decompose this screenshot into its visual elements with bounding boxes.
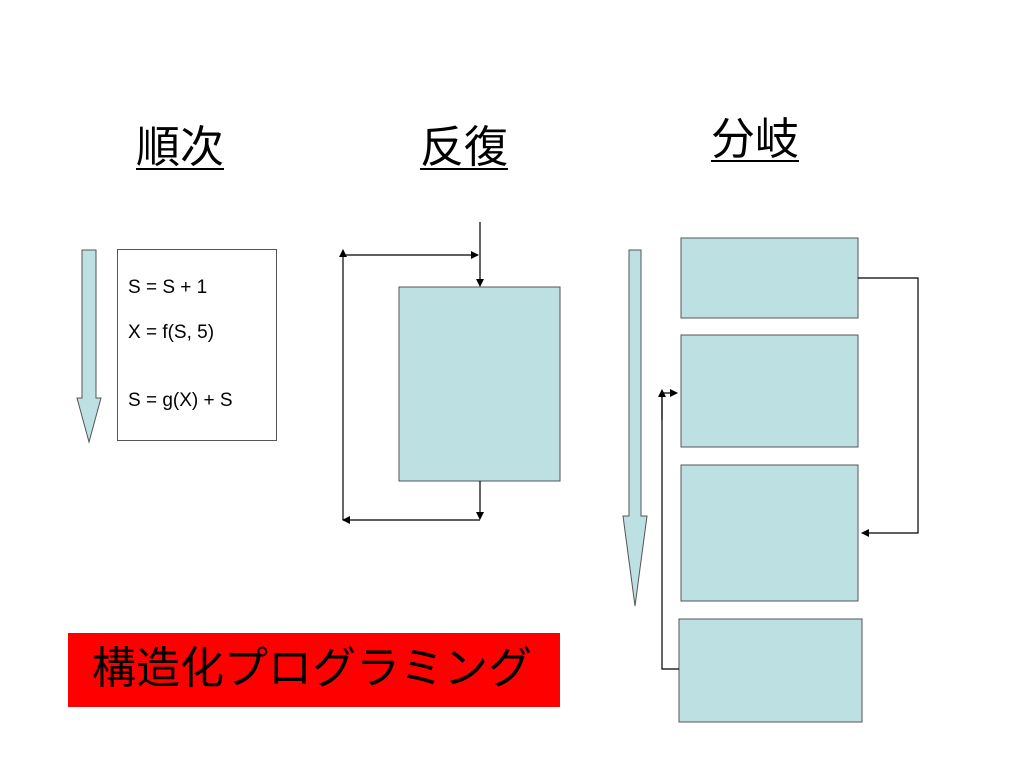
heading-selection: 分岐 [711, 114, 799, 165]
heading-iteration: 反復 [420, 122, 508, 173]
structured-programming-banner: 構造化プログラミング [68, 633, 560, 707]
branch-right-connector [858, 277, 919, 537]
iteration-body-box [398, 286, 561, 482]
selection-box-2 [680, 334, 859, 448]
selection-down-arrow [622, 249, 648, 607]
code-line-1: S = S + 1 [128, 277, 208, 298]
sequence-down-arrow [76, 249, 102, 444]
selection-box-3 [680, 464, 859, 602]
selection-box-4 [678, 618, 863, 723]
code-line-3: S = g(X) + S [128, 390, 233, 411]
code-line-2: X = f(S, 5) [128, 322, 215, 343]
branch-left-connector [661, 389, 679, 670]
banner-text: 構造化プログラミング [92, 643, 532, 694]
sequence-code-box: S = S + 1 X = f(S, 5) S = g(X) + S [117, 249, 277, 441]
heading-sequence: 順次 [136, 122, 224, 173]
selection-box-1 [680, 237, 859, 319]
